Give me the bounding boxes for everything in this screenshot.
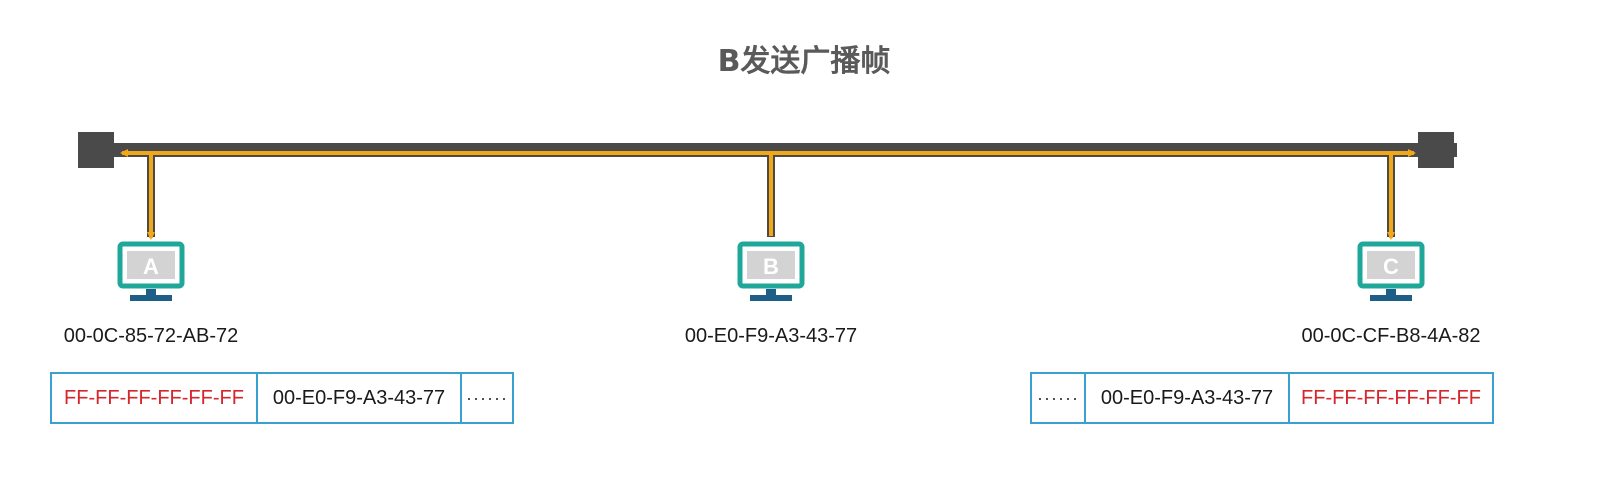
frame-left-dest-mac: FF-FF-FF-FF-FF-FF	[64, 386, 244, 409]
left-terminator	[78, 132, 114, 168]
host-b-mac: 00-E0-F9-A3-43-77	[684, 325, 858, 347]
host-c-computer-icon: C	[1357, 241, 1425, 301]
frame-right-dest-mac: FF-FF-FF-FF-FF-FF	[1288, 374, 1492, 422]
host-b-label: B	[763, 254, 779, 279]
frame-right-ellipsis: ······	[1037, 387, 1079, 408]
host-c-mac: 00-0C-CF-B8-4A-82	[1301, 325, 1481, 347]
frame-right-src-mac: 00-E0-F9-A3-43-77	[1084, 374, 1288, 422]
host-a-label: A	[143, 254, 159, 279]
frame-right: ······ 00-E0-F9-A3-43-77 FF-FF-FF-FF-FF-…	[1030, 372, 1494, 424]
frame-left-ellipsis: ······	[460, 374, 512, 422]
host-a-computer-icon: A	[117, 241, 185, 301]
frame-left-src-mac: 00-E0-F9-A3-43-77	[256, 374, 460, 422]
diagram-title: B发送广播帧	[717, 44, 891, 79]
host-c-label: C	[1383, 254, 1399, 279]
right-terminator	[1418, 132, 1454, 168]
host-b-computer-icon: B	[737, 241, 805, 301]
host-a-mac: 00-0C-85-72-AB-72	[63, 325, 239, 347]
frame-left: FF-FF-FF-FF-FF-FF 00-E0-F9-A3-43-77 ····…	[50, 372, 514, 424]
